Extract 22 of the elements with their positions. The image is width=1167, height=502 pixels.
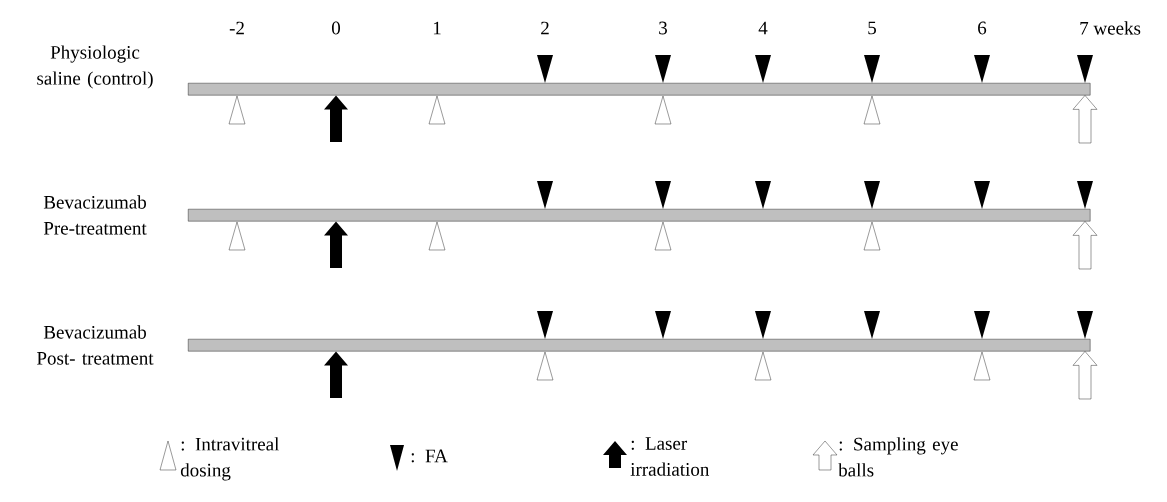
week-label: 7 weeks (1080, 21, 1141, 35)
week-label: 3 (659, 21, 667, 35)
week-label: 6 (978, 21, 987, 35)
week-label: 4 (758, 21, 768, 35)
row-label: Bevacizumab Pre-treatment (43, 195, 147, 235)
sampling-arrow (1072, 221, 1098, 270)
week-label: -2 (229, 21, 244, 35)
week-label: 0 (332, 21, 341, 35)
legend-text: : Laser irradiation (630, 437, 710, 476)
week-label: 1 (433, 21, 441, 35)
row-label: Bevacizumab Post- treatment (37, 325, 154, 365)
laser-arrow (324, 95, 348, 142)
sampling-arrow (1072, 95, 1098, 144)
legend-text: : Intravitreal dosing (180, 437, 279, 481)
sampling-arrow (1072, 351, 1098, 400)
legend-text: : Sampling eye balls (838, 437, 958, 477)
laser-arrow (324, 221, 348, 268)
laser-arrow (324, 351, 348, 398)
week-label: 5 (868, 21, 876, 35)
row-label: Physiologic saline (control) (37, 45, 153, 89)
week-label: 2 (541, 21, 549, 35)
legend-text: : FA (411, 449, 448, 463)
